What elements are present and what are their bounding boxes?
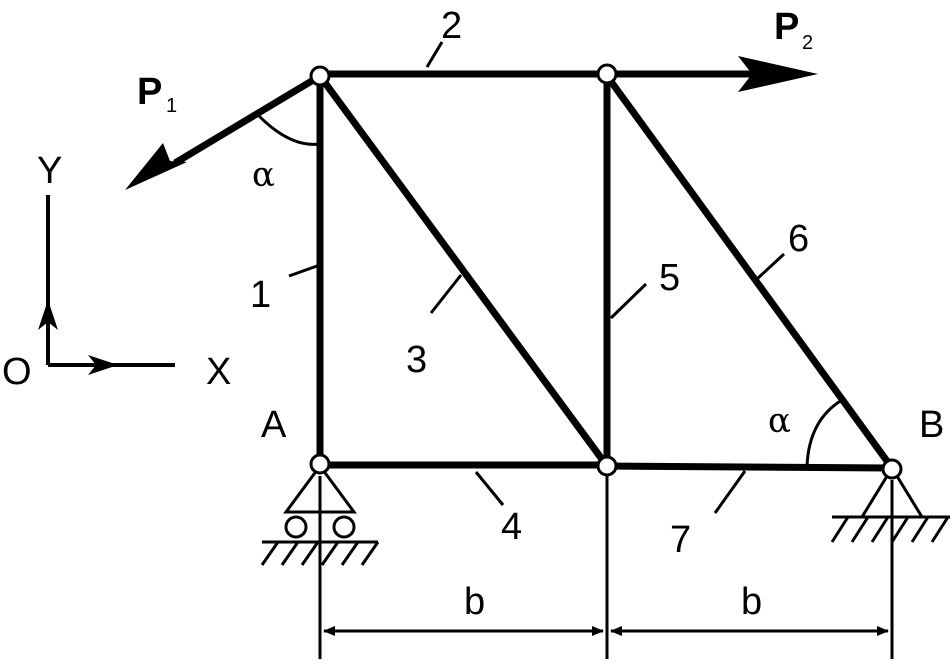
y-axis-arrowhead (38, 300, 58, 330)
support-a-roller (260, 463, 380, 566)
member-label-7: 7 (670, 519, 691, 561)
x-axis-arrowhead (88, 355, 118, 375)
dimension-label-right: b (741, 581, 762, 623)
angle-label-bottom: α (768, 401, 791, 441)
angle-arc-top (255, 112, 321, 146)
joints (309, 63, 903, 480)
axis-label-y: Y (37, 150, 62, 192)
joint-top-right (596, 63, 618, 85)
joint-b (881, 458, 903, 480)
joint-bottom-middle (596, 455, 618, 477)
joint-a (309, 453, 331, 475)
coordinate-axes (46, 195, 175, 367)
joint-top-left (309, 65, 331, 87)
angle-arc-bottom (805, 398, 843, 467)
support-label-a: A (261, 404, 287, 446)
force-p2-label: P (774, 6, 799, 48)
angle-label-top: α (252, 155, 275, 195)
member-7 (603, 462, 896, 472)
member-label-3: 3 (406, 339, 427, 381)
member-3 (316, 72, 611, 470)
support-label-b: B (919, 404, 944, 446)
axis-label-origin: O (2, 351, 32, 393)
member-label-5: 5 (659, 257, 680, 299)
member-label-leaders (288, 41, 786, 514)
force-p2-subscript: 2 (802, 32, 813, 54)
force-p1-subscript: 1 (166, 95, 177, 117)
truss-members (316, 70, 896, 472)
member-6 (603, 72, 896, 472)
member-label-6: 6 (788, 218, 809, 260)
member-label-2: 2 (441, 5, 462, 47)
force-p1-arrow (125, 72, 322, 190)
axis-label-x: X (206, 351, 231, 393)
member-label-1: 1 (250, 274, 271, 316)
dimension-lines (318, 476, 894, 659)
force-p2-arrow (607, 56, 818, 92)
force-p1-label: P (137, 71, 162, 113)
support-b-pin (830, 465, 950, 543)
dimension-label-left: b (464, 581, 485, 623)
member-label-4: 4 (501, 506, 522, 548)
